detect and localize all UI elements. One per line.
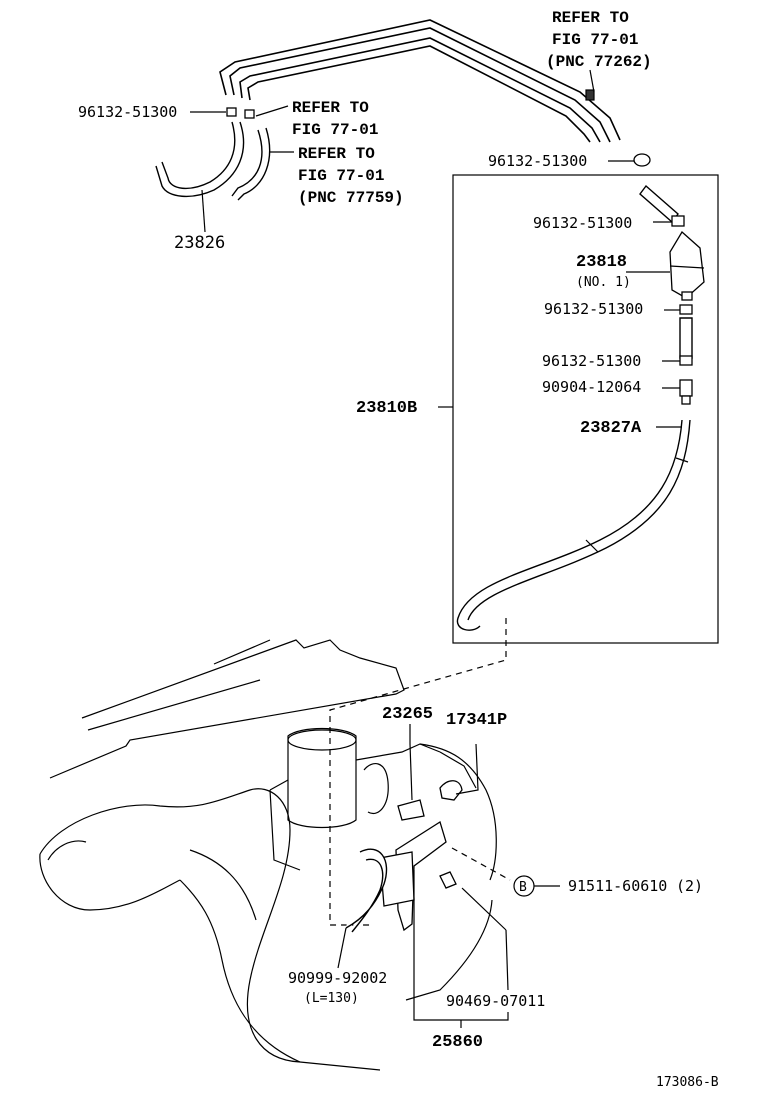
label-96132-left: 96132-51300 <box>78 103 177 121</box>
left-clips <box>226 107 255 119</box>
ref-mid2-line1: REFER TO <box>298 145 375 163</box>
label-91511-qty: (2) <box>676 877 703 895</box>
ref-top-line2: FIG 77-01 <box>552 31 638 49</box>
label-90999-length: (L=130) <box>304 991 359 1006</box>
label-23826: 23826 <box>174 233 225 253</box>
ref-top-line1: REFER TO <box>552 9 629 27</box>
label-90999: 90999-92002 <box>288 969 387 987</box>
label-25860: 25860 <box>432 1033 483 1052</box>
label-23818: 23818 <box>576 253 627 272</box>
label-96132-box-4: 96132-51300 <box>542 352 641 370</box>
label-23810b: 23810B <box>356 399 417 418</box>
label-23827a: 23827A <box>580 419 642 438</box>
hose-23826 <box>155 121 271 233</box>
label-23818-no: (NO. 1) <box>576 275 631 290</box>
ref-mid1-line2: FIG 77-01 <box>292 121 378 139</box>
engine-outline <box>39 639 511 1071</box>
canister-23818 <box>669 230 705 301</box>
label-17341p: 17341P <box>446 711 507 730</box>
ref-mid1-line1: REFER TO <box>292 99 369 117</box>
ref-mid2-line3: (PNC 77759) <box>298 189 404 207</box>
assembly-box <box>452 174 719 644</box>
label-96132-box-3: 96132-51300 <box>544 300 643 318</box>
label-90904: 90904-12064 <box>542 378 641 396</box>
fuel-lines-top <box>219 19 621 143</box>
label-96132-box-top: 96132-51300 <box>488 152 587 170</box>
ref-mid2-line2: FIG 77-01 <box>298 167 384 185</box>
hose-23827a <box>456 419 691 631</box>
label-91511: 91511-60610 <box>568 877 667 895</box>
figure-id: 173086-B <box>656 1075 719 1090</box>
label-90469: 90469-07011 <box>446 992 545 1010</box>
label-23265: 23265 <box>382 705 433 724</box>
ref-top-line3: (PNC 77262) <box>546 53 652 71</box>
callout-b: B <box>519 880 527 895</box>
label-96132-box-2: 96132-51300 <box>533 214 632 232</box>
